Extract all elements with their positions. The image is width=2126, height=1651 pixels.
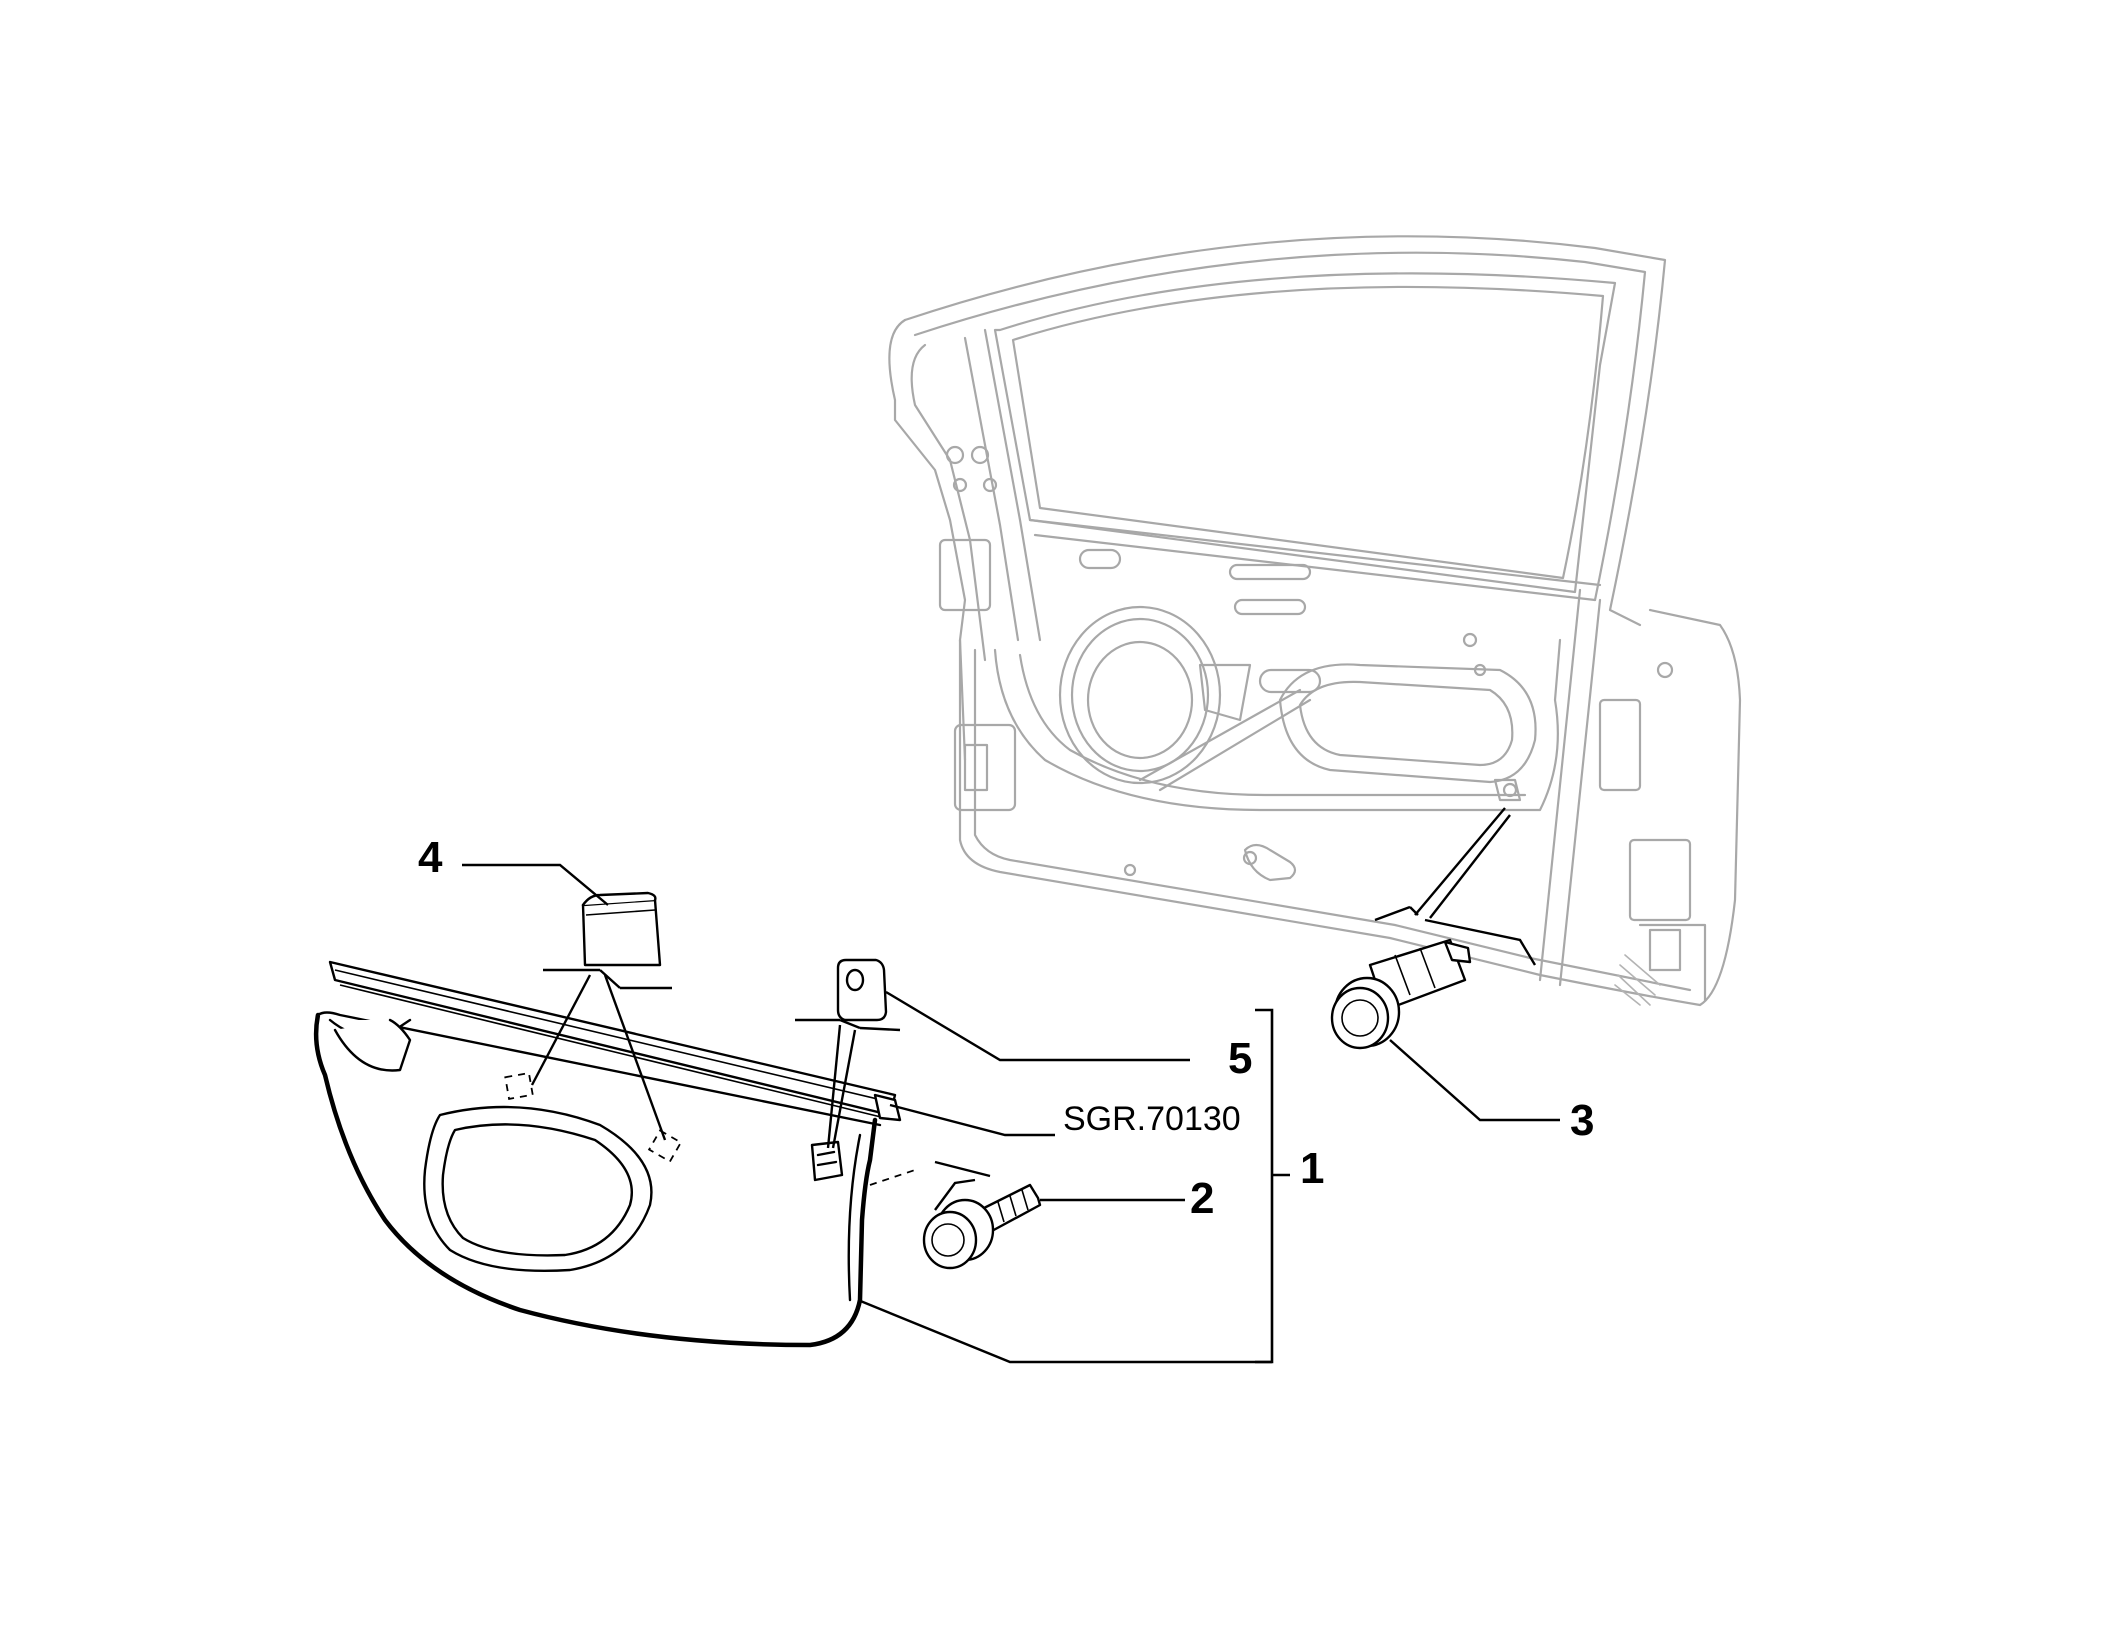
clip-part (836, 958, 888, 1022)
callout-4: 4 (418, 833, 443, 882)
callout-1: 1 (1300, 1144, 1324, 1193)
indicator-lines (462, 807, 1560, 1364)
callout-5: 5 (1228, 1034, 1252, 1083)
foam-pad-part (581, 891, 662, 967)
door-switch-part (1330, 938, 1472, 1050)
callout-2: 2 (1190, 1174, 1214, 1223)
callout-3: 3 (1570, 1096, 1594, 1145)
door-body-illustration (888, 235, 1742, 1007)
reference-code: SGR.70130 (1063, 1100, 1241, 1138)
screw-plug-part (922, 1183, 1042, 1270)
door-trim-panel (313, 960, 916, 1348)
